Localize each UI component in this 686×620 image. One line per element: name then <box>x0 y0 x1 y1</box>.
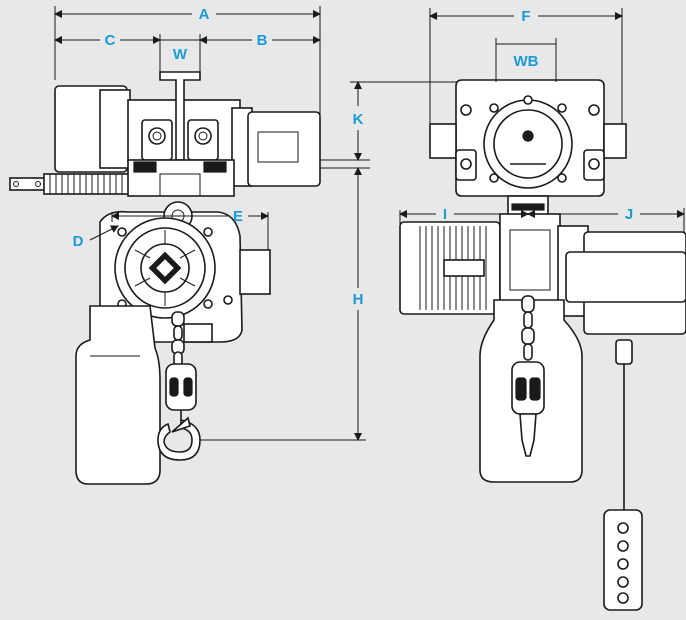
left-wheel-housing <box>429 123 457 159</box>
pendant-buttons <box>617 522 629 604</box>
front-view-hoist <box>399 79 686 611</box>
load-hook <box>157 410 201 461</box>
dim-label-A: A <box>199 6 210 23</box>
dimension-I: I <box>399 206 529 230</box>
rack-teeth <box>43 173 131 195</box>
dim-label-H: H <box>353 291 364 308</box>
load-chain <box>171 311 185 367</box>
front-load-chain <box>521 295 535 361</box>
chain-bag <box>75 305 161 485</box>
dimension-J: J <box>527 206 685 232</box>
dimension-W: W <box>159 34 201 74</box>
dimension-E: E <box>111 208 269 250</box>
front-motor-bolts <box>489 95 567 183</box>
control-cover <box>565 251 686 303</box>
dim-label-K: K <box>353 111 364 128</box>
dimension-H: H <box>200 167 370 441</box>
dim-label-J: J <box>625 206 633 223</box>
dim-label-C: C <box>105 32 116 49</box>
rack-end <box>9 177 46 191</box>
trolley-end-plate <box>99 89 131 169</box>
dim-label-W: W <box>173 46 188 63</box>
dimension-A: A <box>54 6 321 128</box>
dimension-C: C <box>54 32 161 49</box>
front-load-hook <box>519 413 537 457</box>
trolley-wheels <box>141 119 219 161</box>
trolley-drive-motor <box>247 111 321 187</box>
brake-cover <box>239 249 271 295</box>
dim-label-D: D <box>73 233 84 250</box>
dimension-K: K <box>320 81 460 161</box>
dimension-F: F <box>429 8 623 124</box>
hook-latch <box>171 416 191 433</box>
dimension-D: D <box>73 225 119 250</box>
dim-label-B: B <box>257 32 268 49</box>
chain-guide <box>183 323 213 343</box>
dim-label-E: E <box>233 208 243 225</box>
dim-label-I: I <box>443 206 447 223</box>
right-wheel-housing <box>603 123 627 159</box>
dimension-WB: WB <box>495 38 557 82</box>
side-view-hoist <box>9 71 321 485</box>
dimension-B: B <box>199 32 321 49</box>
dim-label-F: F <box>521 8 530 25</box>
dim-label-WB: WB <box>514 53 539 70</box>
